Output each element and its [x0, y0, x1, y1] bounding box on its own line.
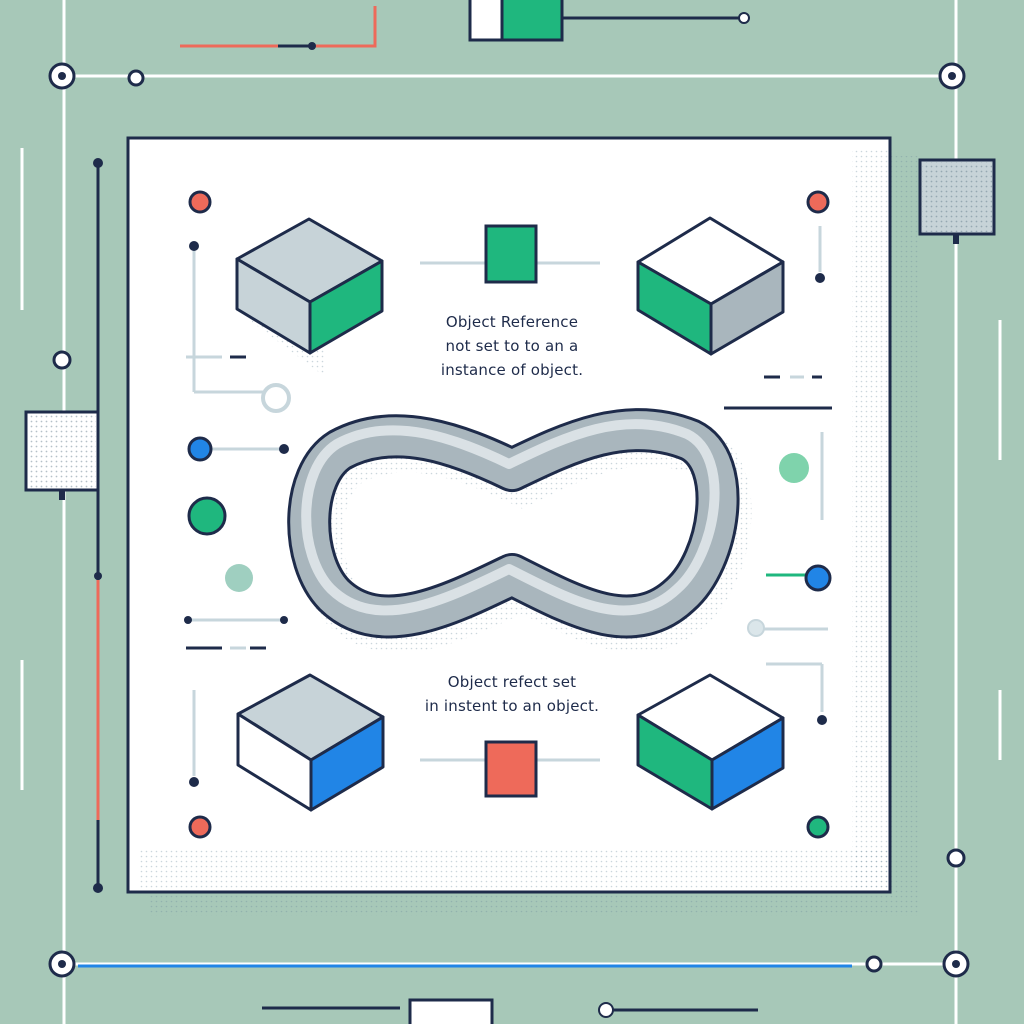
card-dashes [186, 355, 832, 650]
left-decor [24, 158, 103, 893]
card-connectors [188, 226, 828, 776]
circle-node-icon [779, 453, 809, 483]
caption-bottom-line-1: Object refect set [447, 673, 577, 691]
bottom-decor [78, 964, 852, 1024]
circle-node-icon [747, 619, 765, 637]
right-decor [918, 158, 996, 244]
caption-top-line-1: Object Reference [445, 313, 579, 331]
circle-node-icon [187, 496, 227, 536]
caption-bottom-line-2: in instent to an object. [424, 697, 600, 715]
frame-ring-nodes [48, 62, 970, 978]
circle-node-icon [188, 815, 212, 839]
isometric-cube-icon [636, 673, 785, 811]
caption-top: Object Reference not set to to an a inst… [402, 310, 622, 382]
isometric-cube-icon [235, 217, 384, 376]
circle-node-icon [187, 436, 213, 462]
caption-top-line-2: not set to to an a [445, 337, 579, 355]
circle-node-icon [188, 190, 212, 214]
circle-node-icon [804, 564, 832, 592]
caption-top-line-3: instance of object. [440, 361, 584, 379]
infinity-loop-icon [287, 408, 752, 653]
circle-node-icon [806, 815, 830, 839]
circle-node-icon [225, 564, 253, 592]
square-node-icon [484, 224, 538, 284]
card-circle-nodes [184, 190, 832, 839]
isometric-cube-icon [236, 673, 385, 812]
top-decor [180, 0, 750, 50]
square-node-icon [484, 740, 538, 798]
circle-node-icon [261, 383, 291, 413]
circle-node-icon [806, 190, 830, 214]
caption-bottom: Object refect set in instent to an objec… [402, 670, 622, 718]
isometric-cube-icon [636, 216, 785, 356]
